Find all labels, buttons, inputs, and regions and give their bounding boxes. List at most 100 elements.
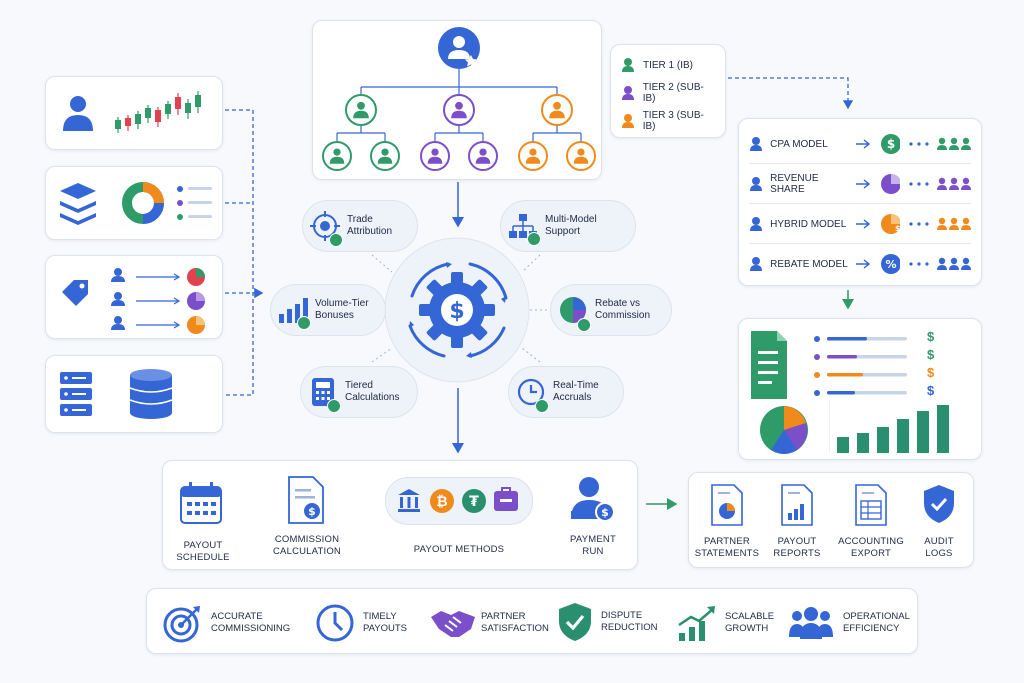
arrow-right-icon — [855, 139, 870, 149]
outcome-timely: TIMELY PAYOUTS — [315, 603, 415, 643]
step-label: PAYOUT METHODS — [413, 544, 505, 555]
amount-symbol: $ — [927, 347, 935, 362]
sub-ib-node — [322, 141, 352, 171]
growth-bars-icon — [829, 401, 949, 453]
check-icon — [577, 318, 591, 332]
check-icon — [527, 232, 541, 246]
outcome-accurate: ACCURATE COMMISSIONING — [163, 603, 293, 643]
user-icon — [750, 137, 762, 151]
ib-node — [541, 94, 573, 126]
outcome-label: TIMELY PAYOUTS — [363, 611, 407, 634]
outcome-label: DISPUTE REDUCTION — [601, 610, 658, 633]
multi-model-feature: Multi-Model Support — [500, 200, 636, 252]
report-label: PAYOUT REPORTS — [773, 536, 821, 559]
pie-chart-icon — [560, 297, 586, 323]
rebate-vs-commission-feature: Rebate vs Commission — [550, 284, 672, 336]
statement-pie-doc-icon — [711, 484, 743, 526]
payout-methods-group: ₿ ₮ PAYOUT METHODS — [385, 477, 533, 555]
data-layers-card — [45, 166, 223, 240]
tiered-calculations-feature: Tiered Calculations — [300, 366, 418, 418]
tier-3-user-icon — [622, 114, 634, 128]
target-arrow-icon — [163, 606, 200, 643]
reports-card: PARTNER STATEMENTS PAYOUT REPORTS ACCOUN… — [688, 472, 974, 568]
step-label: PAYMENT RUN — [570, 534, 616, 557]
tier-1-user-icon — [622, 58, 634, 72]
partner-group-icon — [937, 137, 972, 150]
spreadsheet-doc-icon — [855, 484, 887, 526]
model-label: HYBRID MODEL — [770, 218, 847, 230]
gear-dollar-icon: $ — [384, 237, 530, 383]
step-label: COMMISSION CALCULATION — [272, 534, 341, 557]
user-icon — [63, 96, 93, 131]
partner-statements-report[interactable]: PARTNER STATEMENTS — [693, 483, 761, 560]
shield-check-icon — [924, 485, 954, 523]
feature-label: Trade Attribution — [347, 214, 393, 237]
partner-group-icon — [937, 217, 972, 230]
feature-label: Multi-Model Support — [545, 214, 597, 237]
commission-summary-card: $ $ $ $ — [738, 318, 982, 460]
clock-icon — [517, 378, 545, 406]
commission-model-row[interactable]: HYBRID MODEL $ — [749, 205, 972, 244]
real-time-accruals-feature: Real-Time Accruals — [508, 366, 624, 418]
team-icon — [789, 607, 833, 639]
ellipsis-icon — [909, 142, 930, 146]
feature-label: Volume-Tier Bonuses — [315, 298, 369, 321]
outcome-label: OPERATIONAL EFFICIENCY — [843, 611, 910, 634]
payment-method-icons: ₿ ₮ — [398, 487, 518, 513]
model-label: REVENUE SHARE — [770, 173, 819, 195]
model-label: CPA MODEL — [770, 138, 828, 150]
document-icon — [751, 331, 787, 399]
commission-models-card: CPA MODEL $ REVENUE SHARE HYBRID MODEL $ REBA… — [738, 118, 982, 286]
server-icon — [60, 372, 92, 416]
ib-hierarchy-card — [312, 20, 602, 180]
ellipsis-icon — [909, 222, 930, 226]
layers-icon — [60, 183, 96, 225]
tier-legend: TIER 1 (IB) TIER 2 (SUB-IB) TIER 3 (SUB-… — [610, 44, 726, 138]
invoice-dollar-icon: $ — [288, 476, 324, 524]
sub-ib-node — [566, 141, 596, 171]
sub-ib-node — [518, 141, 548, 171]
ellipsis-icon — [909, 182, 930, 186]
bar-chart-icon — [279, 298, 308, 323]
svg-text:$: $ — [887, 137, 895, 151]
arrow-right-icon — [855, 179, 870, 189]
clock-icon — [316, 604, 354, 642]
shield-check-icon — [559, 603, 591, 641]
candlestick-chart-icon — [115, 91, 201, 133]
ib-node — [345, 94, 377, 126]
volume-tier-feature: Volume-Tier Bonuses — [270, 284, 386, 336]
tier-3-label: TIER 3 (SUB-IB) — [642, 110, 704, 132]
arrow-right-icon — [855, 219, 870, 229]
feature-label: Real-Time Accruals — [553, 380, 599, 403]
growth-chart-icon — [678, 606, 715, 641]
model-icon — [880, 174, 901, 194]
ib-node — [443, 94, 475, 126]
tag-icon — [62, 280, 88, 306]
check-icon — [535, 399, 549, 413]
user-icon — [750, 217, 762, 231]
commission-model-row[interactable]: REBATE MODEL% — [749, 245, 972, 283]
commission-engine: $ — [378, 236, 536, 384]
donut-chart-icon — [122, 182, 164, 224]
commission-calculation-step: $ COMMISSION CALCULATION — [267, 475, 347, 558]
commission-model-row[interactable]: REVENUE SHARE — [749, 165, 972, 204]
user-icon — [750, 177, 762, 191]
model-icon: $ — [880, 214, 901, 234]
tier-1-row: TIER 1 (IB) — [621, 51, 715, 79]
partner-group-icon — [937, 177, 972, 190]
amount-symbol: $ — [927, 365, 935, 380]
outcome-efficiency: OPERATIONAL EFFICIENCY — [787, 603, 919, 643]
accounting-export-report[interactable]: ACCOUNTING EXPORT — [835, 483, 907, 560]
commission-model-row[interactable]: CPA MODEL $ — [749, 125, 972, 164]
check-icon — [329, 233, 343, 247]
svg-text:$: $ — [895, 224, 901, 233]
user-icon — [750, 257, 762, 271]
report-label: AUDIT LOGS — [924, 536, 954, 559]
model-label: REBATE MODEL — [770, 258, 848, 270]
outcomes-bar: ACCURATE COMMISSIONING TIMELY PAYOUTS PA… — [146, 588, 918, 654]
svg-text:₿: ₿ — [436, 494, 447, 510]
arrow-right-icon — [855, 259, 870, 269]
outcome-label: PARTNER SATISFACTION — [481, 611, 549, 634]
payout-reports-report[interactable]: PAYOUT REPORTS — [767, 483, 827, 560]
audit-logs-report[interactable]: AUDIT LOGS — [913, 483, 965, 560]
